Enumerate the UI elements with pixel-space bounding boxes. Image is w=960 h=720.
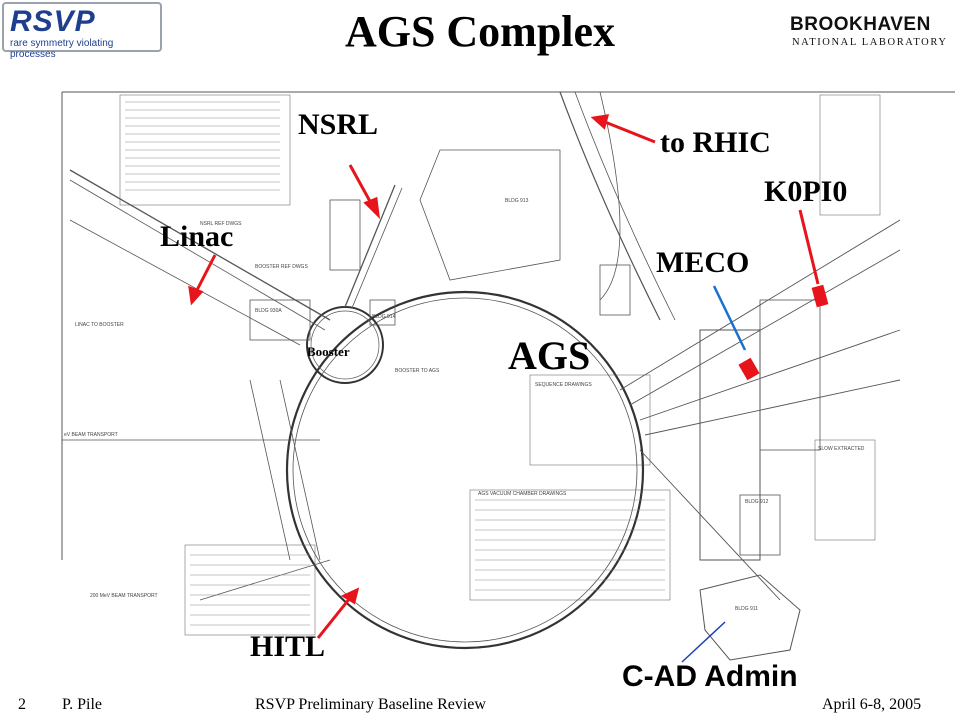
linac-label: Linac: [160, 220, 234, 253]
cad-admin-label: C-AD Admin: [622, 660, 798, 693]
footer-date: April 6-8, 2005: [822, 696, 922, 713]
beam-transport-label: eV BEAM TRANSPORT: [64, 432, 118, 438]
k0pi0-marker: [811, 284, 829, 308]
k0pi0-label: K0PI0: [764, 175, 848, 208]
rsvp-logo: RSVP rare symmetry violating processes: [2, 2, 162, 60]
meco-marker: [738, 357, 760, 381]
bnl-logo-subtitle: NATIONAL LABORATORY: [792, 37, 948, 48]
booster-to-ags-label: BOOSTER TO AGS: [395, 368, 440, 374]
nsrl-ref-label: NSRL REF DWGS: [200, 221, 242, 227]
booster-label: Booster: [307, 344, 350, 359]
linac-arrow: [194, 254, 217, 293]
bldg-930a-label: BLDG 930A: [255, 308, 282, 314]
meco-arrow: [712, 285, 747, 351]
slide-title: AGS Complex: [344, 7, 616, 56]
bldg-912-label: BLDG 912: [745, 499, 769, 505]
bldg-913-label: BLDG 913: [505, 198, 529, 204]
nsrl-arrow: [348, 164, 374, 206]
booster-ref-label: BOOSTER REF DWGS: [255, 264, 308, 270]
nsrl-label: NSRL: [298, 108, 379, 141]
rsvp-logo-word: RSVP: [10, 5, 96, 38]
beam-transport-200mev-label: 200 MeV BEAM TRANSPORT: [90, 593, 158, 599]
bnl-logo: BROOKHAVEN NATIONAL LABORATORY: [790, 14, 958, 54]
linac-to-booster-label: LINAC TO BOOSTER: [75, 322, 124, 328]
sequence-drawings-label: SEQUENCE DRAWINGS: [535, 382, 592, 388]
rhic-arrow: [604, 120, 656, 144]
bldg-911-label: BLDG 911: [735, 606, 758, 612]
meco-label: MECO: [656, 246, 750, 279]
bldg-914-label: BLDG 914: [372, 314, 396, 320]
bnl-logo-word: BROOKHAVEN: [790, 14, 931, 35]
cad-admin-arrow: [681, 621, 726, 663]
hitl-label: HITL: [250, 630, 326, 663]
footer-page-number: 2: [18, 696, 26, 713]
k0pi0-arrow: [798, 209, 820, 285]
ags-vacuum-label: AGS VACUUM CHAMBER DRAWINGS: [478, 491, 567, 497]
to-rhic-label: to RHIC: [660, 126, 771, 159]
footer-author: P. Pile: [62, 696, 103, 713]
rsvp-logo-subtitle: rare symmetry violating processes: [10, 38, 114, 60]
footer-center-title: RSVP Preliminary Baseline Review: [255, 696, 486, 713]
hitl-arrow: [316, 597, 352, 639]
ags-label: AGS: [508, 333, 591, 378]
slow-extracted-label: SLOW EXTRACTED: [818, 446, 865, 452]
